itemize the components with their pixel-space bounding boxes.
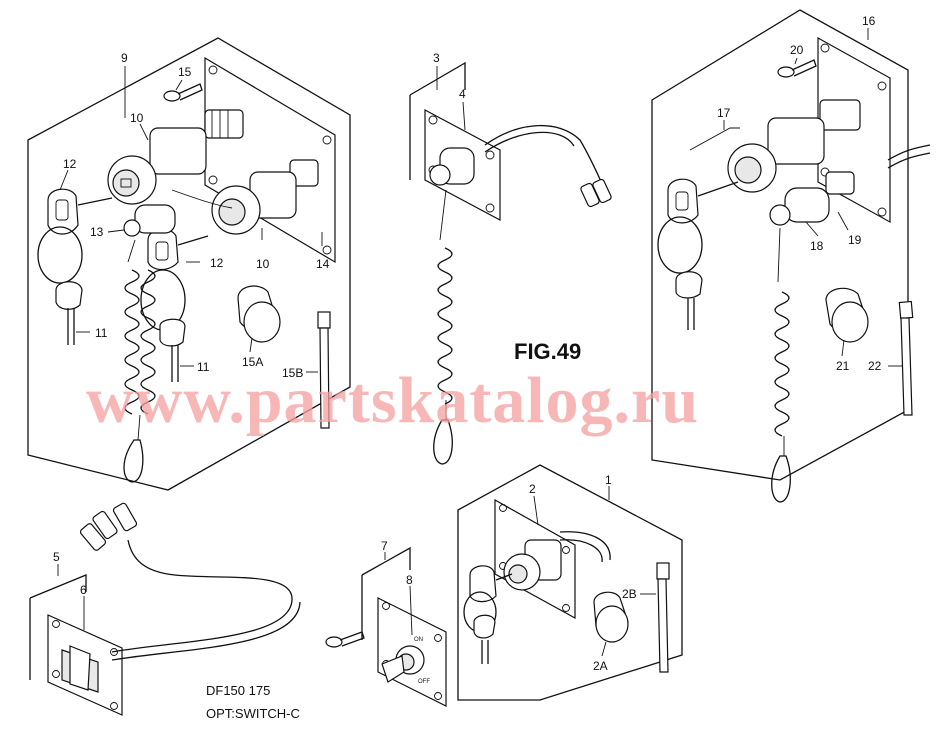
callout-2a: 2A [593,659,608,673]
callout-7: 7 [381,539,388,553]
screw-icon [777,59,817,78]
key-icon [657,178,739,330]
callout-1: 1 [605,473,612,487]
lanyard-icon [123,204,176,483]
lanyard-icon [433,189,453,465]
toggle-switch-icon [61,645,99,693]
callout-12-left: 12 [63,157,77,171]
callout-16: 16 [862,14,876,28]
callout-3: 3 [433,51,440,65]
caption-option: OPT:SWITCH-C [206,706,300,721]
switch-on-label: ON [414,637,423,643]
harness-icon [79,502,301,661]
key-icon [463,565,513,664]
screw-icon [163,83,203,102]
watermark-text: www.partskatalog.ru [86,364,699,437]
callout-11-right: 11 [197,360,210,374]
callout-17: 17 [717,106,731,120]
callout-21: 21 [836,359,850,373]
group-9-box [27,37,351,491]
callout-10-lower: 10 [256,257,270,271]
stop-switch-icon [769,171,855,226]
cap-icon [237,285,281,343]
callout-11-left: 11 [95,326,108,340]
callout-5: 5 [53,550,60,564]
group-1-box [457,464,683,701]
switch-off-label: OFF [418,679,430,685]
group-7-box [361,546,411,640]
callout-6: 6 [80,583,87,597]
callout-15: 15 [178,65,192,79]
key-icon [37,188,113,345]
callout-9: 9 [121,51,128,65]
callout-2b: 2B [622,587,637,601]
cable-tie-icon [317,311,331,429]
callout-18: 18 [810,239,824,253]
callout-10-upper: 10 [130,111,144,125]
ignition-switch-icon [171,159,319,235]
callout-8: 8 [406,573,413,587]
leader-lines [57,28,902,657]
cable-tie-icon [656,562,670,673]
rotary-switch-icon [381,645,425,683]
callout-15b: 15B [282,366,303,380]
callout-12-right: 12 [210,256,224,270]
cap-icon [825,287,869,343]
callout-labels: 9 15 10 12 13 12 10 14 11 11 15A 15B 3 4… [53,14,882,673]
callout-15a: 15A [242,355,263,369]
callout-19: 19 [848,233,862,247]
screw-icon [325,631,365,648]
key-icon [140,228,209,382]
ignition-switch-icon [107,109,244,205]
figure-title: FIG.49 [514,339,581,364]
callout-14: 14 [316,257,330,271]
lanyard-icon [771,227,791,503]
caption-model: DF150 175 [206,683,270,698]
group-5-box [29,574,87,680]
stop-switch-icon [429,147,475,186]
callout-22: 22 [868,359,882,373]
harness-icon [484,124,612,208]
ignition-switch-icon [503,539,562,591]
cable-tie-icon [898,300,914,416]
callout-20: 20 [790,43,804,57]
group-3-box [409,61,466,180]
cap-icon [593,591,629,643]
callout-13: 13 [90,225,104,239]
callout-2: 2 [529,482,536,496]
ignition-switch-icon [727,99,861,193]
callout-4: 4 [459,87,466,101]
